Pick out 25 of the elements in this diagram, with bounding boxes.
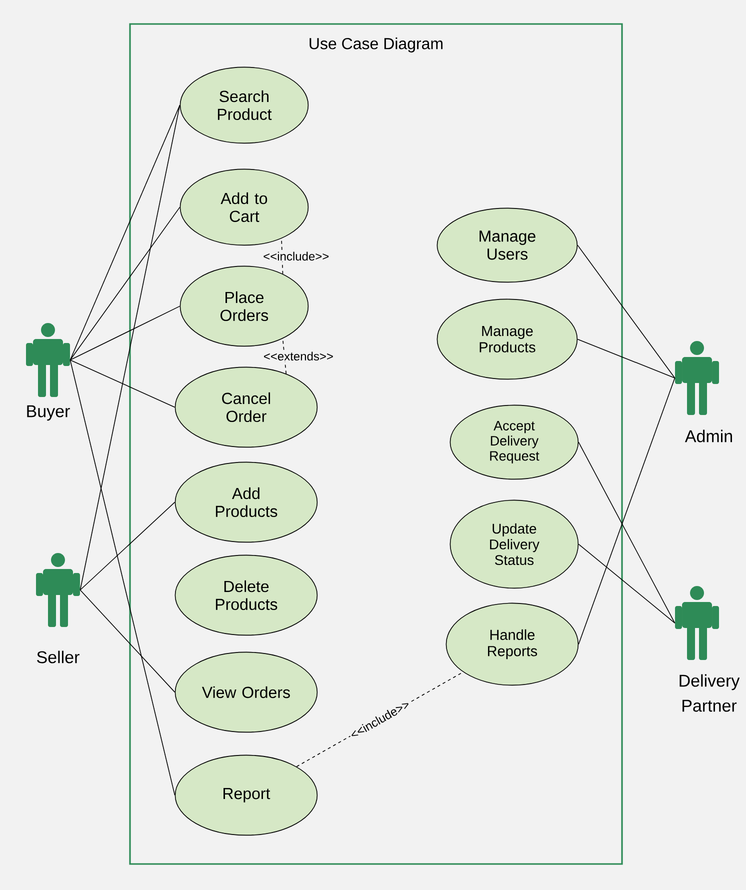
connector-line bbox=[281, 238, 284, 274]
connector-line bbox=[70, 104, 180, 360]
actor-figure: Admin bbox=[675, 341, 732, 442]
node-label: Buyer bbox=[27, 405, 70, 421]
connector-line bbox=[80, 104, 180, 590]
edge-label: <<include>> bbox=[262, 250, 330, 262]
connector-line bbox=[578, 442, 676, 624]
connector-line bbox=[578, 378, 676, 645]
connector-line bbox=[80, 590, 176, 693]
connector-line bbox=[70, 206, 180, 360]
connector-line bbox=[70, 360, 176, 408]
actor-figure: Seller bbox=[36, 553, 80, 664]
connector-line bbox=[578, 544, 676, 624]
node-label: Delivery Partner bbox=[680, 674, 740, 712]
actor-figure: Delivery Partner bbox=[675, 586, 740, 712]
connector-line bbox=[577, 338, 676, 378]
node-label: Seller bbox=[37, 650, 80, 664]
connector-line bbox=[80, 502, 176, 590]
connector-line bbox=[282, 338, 287, 374]
edge-label: <<extends>> bbox=[262, 350, 334, 362]
connector-line bbox=[577, 244, 676, 378]
connector-line bbox=[70, 360, 176, 796]
connector-line bbox=[70, 306, 180, 360]
node-label: Admin bbox=[684, 430, 732, 442]
actor-figure: Buyer bbox=[26, 323, 70, 421]
